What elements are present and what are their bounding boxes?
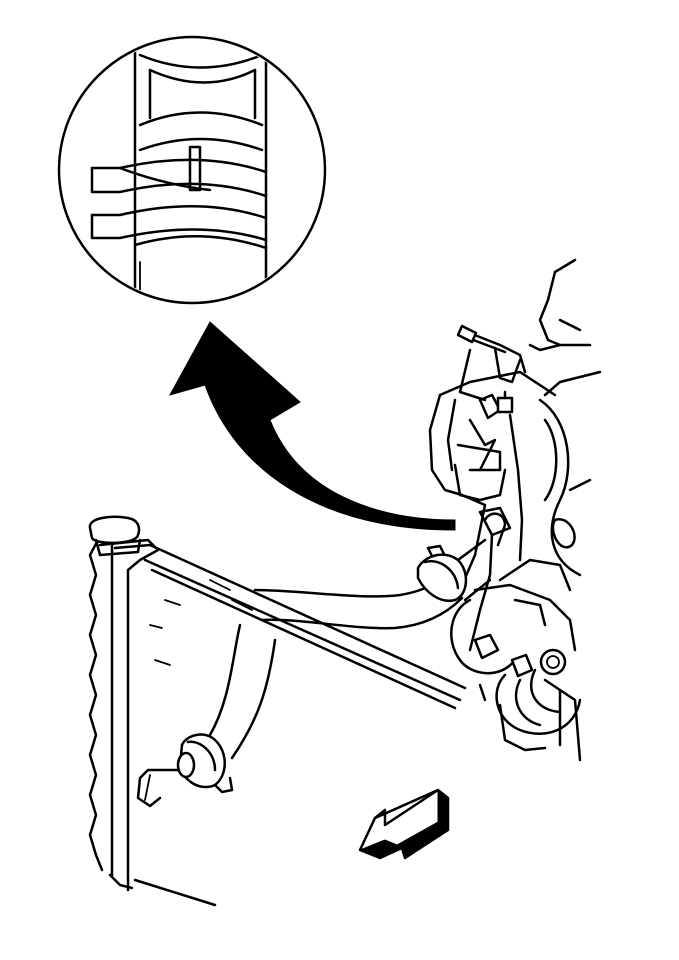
upper-radiator-hose [253,512,507,630]
detail-magnifier [57,35,327,305]
engine-assembly [428,258,602,762]
lower-radiator-hose [136,623,277,808]
radiator-cap [88,515,141,545]
radiator-fins [88,538,104,872]
hose-clamp-detail [90,39,268,301]
callout-arrow [168,321,456,531]
magnifier-circle [57,35,327,305]
radiator [88,515,467,907]
direction-arrow [358,788,450,860]
